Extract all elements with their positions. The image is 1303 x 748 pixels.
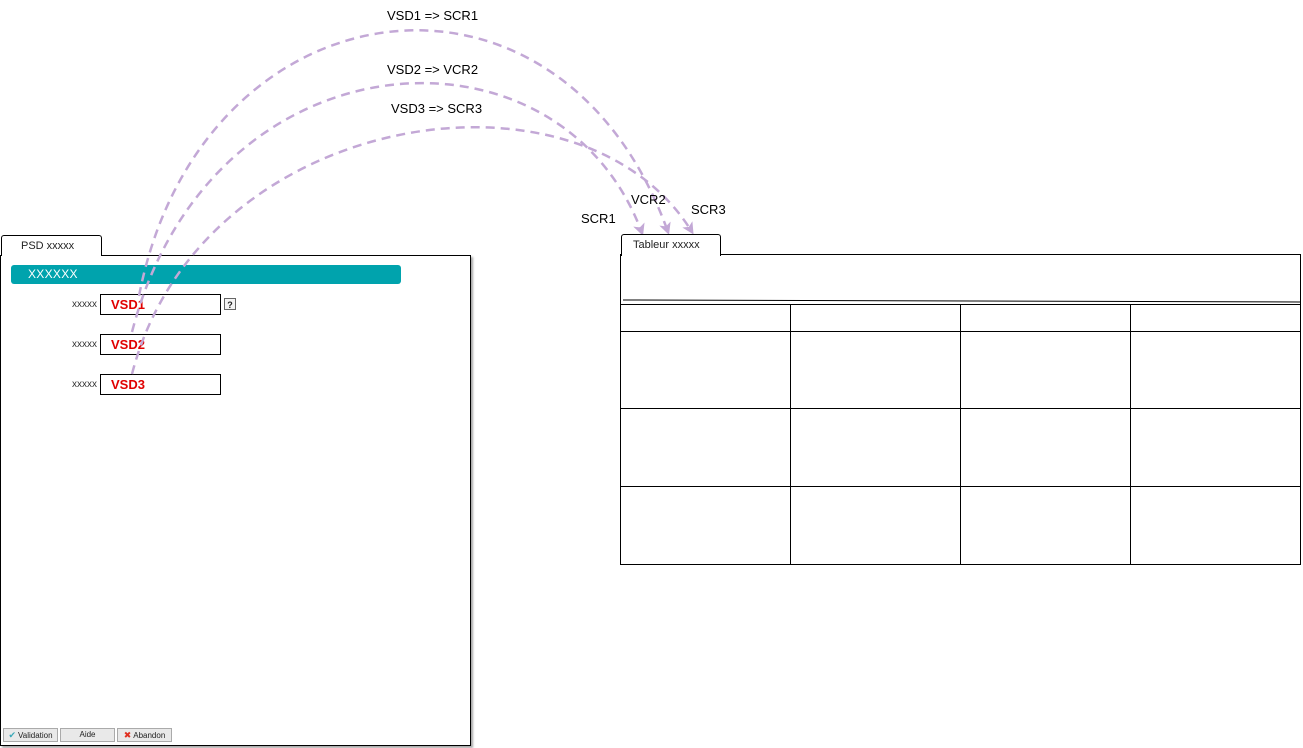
table-cell[interactable] bbox=[621, 332, 791, 409]
field-label-1: xxxxx bbox=[72, 299, 97, 310]
table-header-cell[interactable] bbox=[1130, 304, 1301, 332]
table-cell[interactable] bbox=[790, 487, 961, 565]
mapping-label-3: VSD3 => SCR3 bbox=[391, 101, 482, 116]
abandon-label: Abandon bbox=[133, 731, 166, 740]
help-button[interactable]: ? bbox=[224, 298, 236, 310]
table-header-cell[interactable] bbox=[790, 304, 961, 332]
vsd3-input[interactable]: VSD3 bbox=[100, 374, 221, 395]
cross-icon: ✖ bbox=[123, 730, 132, 740]
field-label-2: xxxxx bbox=[72, 339, 97, 350]
section-header: XXXXXX bbox=[11, 265, 401, 284]
table-cell[interactable] bbox=[960, 332, 1131, 409]
vsd1-input[interactable]: VSD1 bbox=[100, 294, 221, 315]
abandon-button[interactable]: ✖Abandon bbox=[117, 728, 172, 742]
psd-tab-title: PSD xxxxx bbox=[21, 240, 75, 252]
table-cell[interactable] bbox=[790, 332, 961, 409]
table-cell[interactable] bbox=[790, 409, 961, 487]
table-header-cell[interactable] bbox=[960, 304, 1131, 332]
validation-label: Validation bbox=[18, 731, 53, 740]
table-header-cell[interactable] bbox=[621, 304, 791, 332]
mapping-label-2: VSD2 => VCR2 bbox=[387, 62, 478, 77]
tableur-tab-title: Tableur xxxxx bbox=[633, 239, 700, 251]
validation-button[interactable]: ✔Validation bbox=[3, 728, 58, 742]
psd-panel bbox=[0, 255, 471, 746]
table-cell[interactable] bbox=[960, 487, 1131, 565]
target-label-vcr2: VCR2 bbox=[631, 192, 666, 207]
aide-button[interactable]: Aide bbox=[60, 728, 115, 742]
table-cell[interactable] bbox=[1130, 487, 1301, 565]
vsd2-value: VSD2 bbox=[111, 337, 145, 352]
table-cell[interactable] bbox=[621, 409, 791, 487]
vsd1-value: VSD1 bbox=[111, 297, 145, 312]
section-header-text: XXXXXX bbox=[28, 267, 78, 281]
table-cell[interactable] bbox=[960, 409, 1131, 487]
target-label-scr1: SCR1 bbox=[581, 211, 616, 226]
field-label-3: xxxxx bbox=[72, 379, 97, 390]
table-cell[interactable] bbox=[621, 487, 791, 565]
table-cell[interactable] bbox=[1130, 409, 1301, 487]
mapping-label-1: VSD1 => SCR1 bbox=[387, 8, 478, 23]
aide-label: Aide bbox=[79, 730, 96, 739]
check-icon: ✔ bbox=[8, 730, 16, 740]
table-cell[interactable] bbox=[1130, 332, 1301, 409]
target-label-scr3: SCR3 bbox=[691, 202, 726, 217]
vsd2-input[interactable]: VSD2 bbox=[100, 334, 221, 355]
psd-tab[interactable]: PSD xxxxx bbox=[1, 235, 102, 256]
tableur-tab[interactable]: Tableur xxxxx bbox=[621, 234, 721, 256]
vsd3-value: VSD3 bbox=[111, 377, 145, 392]
